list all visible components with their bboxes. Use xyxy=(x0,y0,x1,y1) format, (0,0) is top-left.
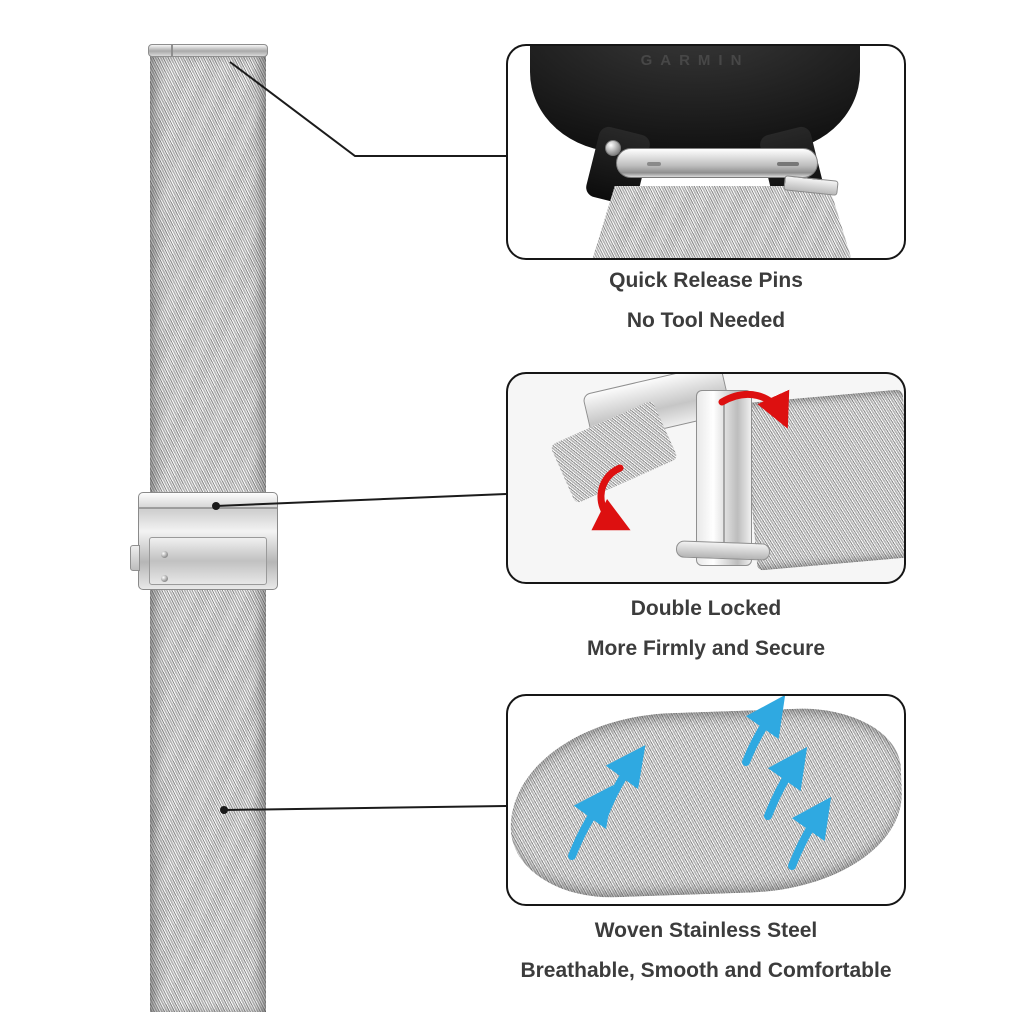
clasp-plate xyxy=(696,390,752,566)
watch-brand-text: GARMIN xyxy=(640,52,750,69)
caption-subtitle: No Tool Needed xyxy=(626,309,786,332)
clasp-hook xyxy=(675,540,771,561)
quick-release-knob xyxy=(605,140,621,156)
callout-panel-woven-steel xyxy=(506,694,906,906)
woven-mesh-closeup xyxy=(508,705,904,901)
quick-release-pin-bar xyxy=(616,148,818,178)
callout-line-top xyxy=(229,61,506,157)
clasp-mesh-right xyxy=(742,389,904,571)
watch-band xyxy=(130,44,278,1012)
spring-bar-end xyxy=(148,44,268,57)
caption-subtitle: More Firmly and Secure xyxy=(586,637,826,660)
clasp-flap-mesh xyxy=(549,399,679,505)
caption-woven-steel: Woven Stainless Steel Breathable, Smooth… xyxy=(456,918,956,998)
caption-title: Quick Release Pins xyxy=(609,269,803,292)
caption-double-locked: Double Locked More Firmly and Secure xyxy=(456,596,956,676)
callout-panel-quick-release: GARMIN xyxy=(506,44,906,260)
clasp-pin-dot xyxy=(161,575,168,582)
caption-title: Woven Stainless Steel xyxy=(594,919,818,942)
caption-subtitle: Breathable, Smooth and Comfortable xyxy=(520,959,892,982)
clasp-release-tab xyxy=(130,545,140,571)
caption-quick-release: Quick Release Pins No Tool Needed xyxy=(456,268,956,348)
clasp-fold-plate xyxy=(149,537,267,585)
callout-panel-double-locked xyxy=(506,372,906,584)
clasp-pin-dot xyxy=(161,551,168,558)
band-clasp xyxy=(130,492,278,590)
mesh-strap-closeup xyxy=(588,186,856,258)
caption-title: Double Locked xyxy=(630,597,782,620)
